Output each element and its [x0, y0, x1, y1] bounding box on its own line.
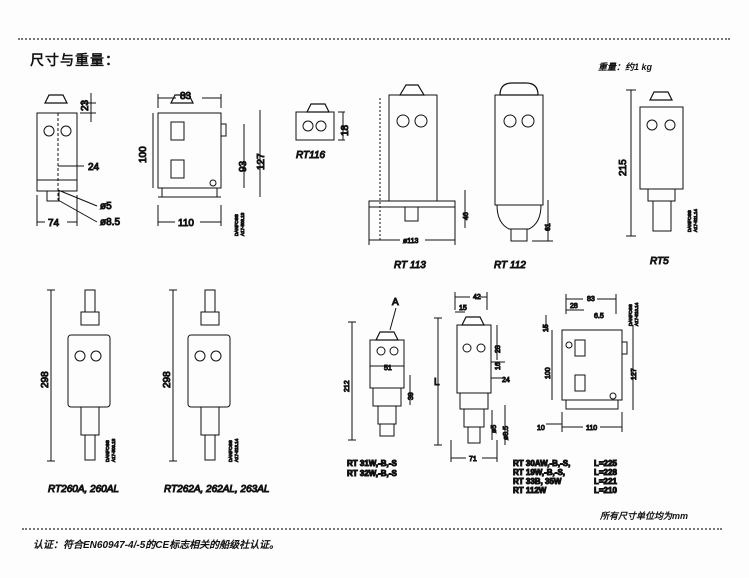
dim-42: 42 — [473, 294, 481, 301]
stamp-line-1: DANFOSS — [228, 440, 233, 462]
dim-61: 61 — [545, 223, 552, 231]
stamp-line-2: A17-511.14 — [693, 209, 698, 232]
dim-298: 298 — [162, 371, 173, 388]
dim-71: 71 — [469, 456, 477, 463]
dim-46: 46 — [463, 212, 470, 220]
figure-rt30aw: 83 28 6.5 15 100 127 10 110 DANFOSS A17-… — [513, 294, 640, 496]
stamp-line-1: DANFOSS — [687, 210, 692, 232]
dim-10: 10 — [537, 425, 545, 432]
dim-28: 28 — [495, 345, 502, 353]
rt262-label: RT262A, 262AL, 263AL — [164, 484, 269, 495]
dim-51: 51 — [384, 365, 392, 372]
dim-110: 110 — [586, 425, 597, 432]
dim-93: 93 — [238, 160, 249, 172]
dim-39: 39 — [408, 392, 415, 400]
figure-rt260: 298 DANFOSS A17-509.13 RT260A, 260AL — [40, 289, 119, 496]
stamp-line-1: DANFOSS — [234, 214, 239, 236]
rt30aw-length-3: L=221 — [594, 477, 617, 486]
figure-rt113: ø113 46 RT 113 — [368, 84, 471, 272]
dim-d113: ø113 — [403, 238, 419, 245]
rt5-label: RT5 — [650, 256, 669, 267]
section-title: 尺寸与重量： — [30, 52, 120, 68]
stamp-line-2: A17-513.14 — [234, 438, 239, 462]
dim-16: 16 — [495, 362, 502, 370]
dim-100: 100 — [545, 367, 552, 379]
rt30aw-model-4: RT 112W — [513, 486, 547, 495]
dim-15: 15 — [543, 324, 550, 332]
stamp-line-1: DANFOSS — [105, 440, 110, 462]
rt260-label: RT260A, 260AL — [48, 484, 119, 495]
weight-note: 重量：约1 kg — [598, 62, 653, 72]
dim-24: 24 — [88, 162, 100, 173]
dim-23: 23 — [80, 99, 91, 111]
figure-rt-general: 23 24 ø5 ø8.5 74 — [36, 93, 121, 230]
dim-212: 212 — [344, 380, 351, 392]
dim-298: 298 — [40, 371, 51, 388]
dim-d5: ø5 — [100, 201, 112, 212]
rt30aw-model-3: RT 33B, 35W — [513, 477, 562, 486]
dim-215: 215 — [618, 159, 629, 176]
rt30aw-model-1: RT 30AW,-B,-S, — [513, 459, 570, 468]
rt30aw-model-2: RT 19W,-B,-S, — [513, 468, 565, 477]
rt30aw-length-4: L=210 — [594, 486, 617, 495]
rt31-label-2: RT 32W,-B,-S — [347, 469, 397, 478]
figure-rt30: 42 15 28 16 24 L ø5 ø8.5 71 — [434, 292, 511, 464]
stamp-line-1: DANFOSS — [628, 304, 633, 326]
dim-110: 110 — [178, 218, 194, 229]
callout-a: A — [392, 297, 399, 308]
rt31-label-1: RT 31W,-B,-S — [347, 459, 397, 468]
dim-l: L — [434, 377, 440, 388]
figure-rt31: A 212 51 39 RT 31W,-B,-S RT 32W,-B,-S — [344, 297, 416, 479]
figure-rt262: 298 DANFOSS A17-513.14 RT262A, 262AL, 26… — [162, 289, 270, 496]
dim-d5: ø5 — [491, 425, 498, 433]
dim-d8-5: ø8.5 — [503, 426, 510, 440]
figure-rt-box: 83 100 93 127 110 DANFOSS A17-508.13 — [138, 91, 268, 237]
dim-18: 18 — [340, 124, 351, 136]
stamp-line-2: A17-508.13 — [240, 212, 245, 236]
stamp-line-2: A17-509.13 — [111, 438, 116, 462]
rt30aw-length-2: L=228 — [594, 468, 617, 477]
unit-footnote: 所有尺寸单位均为mm — [600, 511, 689, 521]
dim-100: 100 — [138, 146, 149, 163]
figure-rt116: 18 RT116 — [295, 103, 352, 162]
rt113-label: RT 113 — [394, 260, 426, 271]
dim-6-5: 6.5 — [594, 313, 604, 320]
dim-127: 127 — [256, 153, 267, 170]
rt112-label: RT 112 — [494, 260, 526, 271]
top-divider — [18, 38, 730, 40]
dim-74: 74 — [48, 218, 60, 229]
dim-28: 28 — [570, 303, 578, 310]
bottom-divider — [22, 528, 722, 530]
dim-83: 83 — [587, 296, 595, 303]
dim-24: 24 — [502, 377, 510, 384]
stamp-line-2: A17-510.14 — [634, 302, 639, 326]
rt116-label: RT116 — [296, 150, 326, 161]
rt30aw-length-1: L=225 — [594, 459, 617, 468]
certification-note: 认证：符合EN60947-4/-5的CE标志相关的船级社认证。 — [33, 540, 280, 551]
dim-83: 83 — [180, 91, 192, 102]
dim-d8-5: ø8.5 — [100, 217, 120, 228]
figure-rt5: 215 DANFOSS A17-511.14 RT5 — [618, 89, 699, 268]
dim-127: 127 — [631, 368, 638, 380]
dim-15: 15 — [459, 305, 467, 312]
figure-rt112: 61 RT 112 — [494, 82, 553, 272]
